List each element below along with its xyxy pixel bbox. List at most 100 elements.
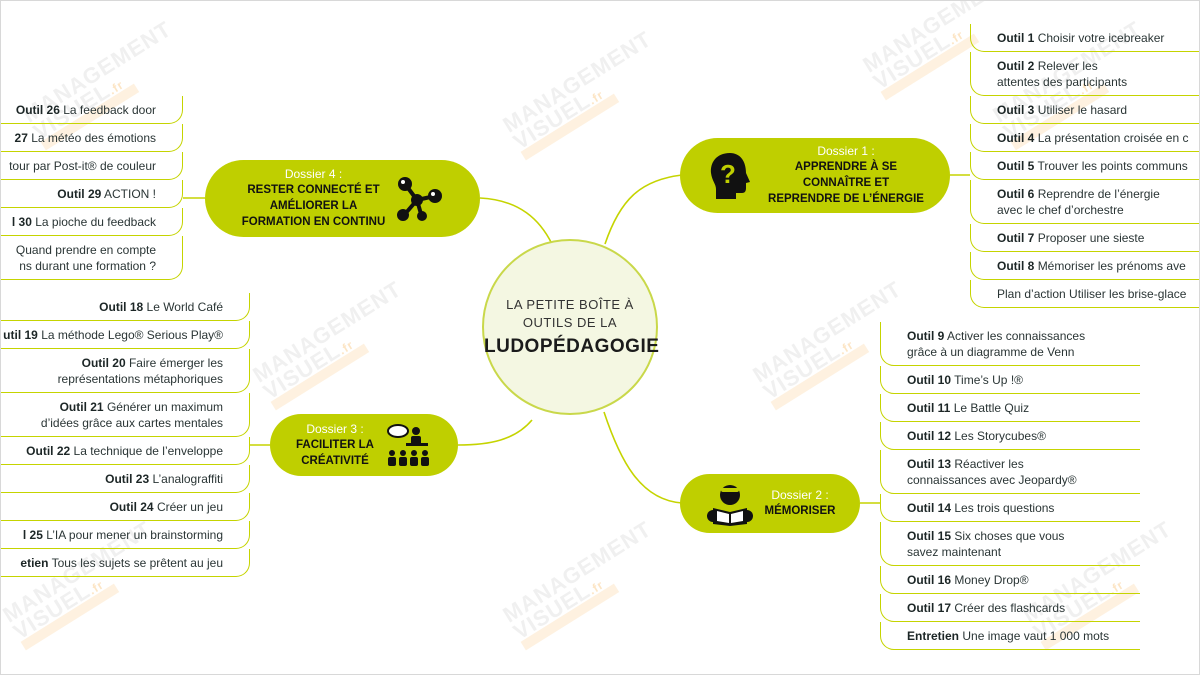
tool-title: Proposer une sieste [1037, 231, 1145, 245]
tool-number: Outil 16 [907, 573, 952, 587]
tool-item[interactable]: Outil 24 Créer un jeu [0, 493, 250, 521]
head-question-icon: ? [710, 152, 751, 199]
tool-title-line-2: connaissances avec Jeopardy® [907, 473, 1077, 487]
dossier-title-line: AMÉLIORER LA [269, 200, 358, 212]
tool-item[interactable]: Outil 17 Créer des flashcards [880, 594, 1140, 622]
tool-number: Outil 23 [105, 472, 150, 486]
tool-item[interactable]: tour par Post-it® de couleur [0, 152, 183, 180]
tool-number: Outil 8 [997, 259, 1035, 273]
tool-title-line-2: savez maintenant [907, 545, 1002, 559]
tool-title: L’IA pour mener un brainstorming [46, 528, 223, 542]
tool-number: Outil 10 [907, 373, 952, 387]
tool-title: Relever les [1037, 59, 1098, 73]
tool-item[interactable]: util 19 La méthode Lego® Serious Play® [0, 321, 250, 349]
tool-number: etien [20, 556, 49, 570]
tool-item[interactable]: Outil 7 Proposer une sieste [970, 224, 1200, 252]
dossier-title-line: CRÉATIVITÉ [301, 454, 369, 467]
tool-title-line-2: avec le chef d’orchestre [997, 203, 1124, 217]
tool-title: L’analograffiti [152, 472, 224, 486]
tool-item[interactable]: Outil 10 Time’s Up !® [880, 366, 1140, 394]
tool-item[interactable]: Outil 11 Le Battle Quiz [880, 394, 1140, 422]
dossier-title-line: RESTER CONNECTÉ ET [247, 184, 380, 196]
tool-item[interactable]: Outil 5 Trouver les points communs [970, 152, 1200, 180]
tool-title: Créer des flashcards [954, 601, 1066, 615]
tool-number: Outil 22 [26, 444, 71, 458]
tool-title: ACTION ! [103, 187, 156, 201]
dossier-title-line: REPRENDRE DE L’ÉNERGIE [768, 193, 924, 205]
tool-title: La pioche du feedback [35, 215, 156, 229]
dossier-label: Dossier 3 : [306, 421, 364, 436]
tool-item[interactable]: Outil 1 Choisir votre icebreaker [970, 24, 1200, 52]
tool-item[interactable]: Plan d’action Utiliser les brise-glace [970, 280, 1200, 308]
tool-title: La technique de l’enveloppe [73, 444, 223, 458]
tool-number: Outil 1 [997, 31, 1035, 45]
tool-item[interactable]: Outil 23 L’analograffiti [0, 465, 250, 493]
tool-title: Créer un jeu [156, 500, 223, 514]
tool-item[interactable]: l 25 L’IA pour mener un brainstorming [0, 521, 250, 549]
dossier-label: Dossier 1 : [817, 144, 875, 158]
svg-text:?: ? [720, 159, 736, 189]
tool-title: Mémoriser les prénoms ave [1037, 259, 1186, 273]
tool-title-line-2: représentations métaphoriques [57, 372, 223, 386]
tool-title: Les Storycubes® [954, 429, 1046, 443]
tool-item[interactable]: Outil 3 Utiliser le hasard [970, 96, 1200, 124]
tool-title: Plan d’action Utiliser les brise-glace [997, 287, 1187, 301]
tool-item[interactable]: Entretien Une image vaut 1 000 mots [880, 622, 1140, 650]
tool-title: Tous les sujets se prêtent au jeu [51, 556, 223, 570]
tool-item[interactable]: Outil 18 Le World Café [0, 293, 250, 321]
speaker-audience-icon [386, 424, 429, 466]
tool-item[interactable]: Outil 12 Les Storycubes® [880, 422, 1140, 450]
molecule-icon [397, 176, 443, 221]
tool-item[interactable]: Outil 26 La feedback door [0, 96, 183, 124]
dossier-title-line: MÉMORISER [764, 505, 836, 517]
tool-number: Outil 13 [907, 457, 952, 471]
dossier-label: Dossier 4 : [284, 167, 343, 181]
tool-number: Outil 11 [907, 401, 951, 415]
tool-title: Activer les connaissances [947, 329, 1086, 343]
tool-item[interactable]: Outil 16 Money Drop® [880, 566, 1140, 594]
dossier-title-line: FACILITER LA [296, 438, 374, 451]
dossier-1-node[interactable]: ? Dossier 1 : APPRENDRE À SE CONNAÎTRE E… [680, 138, 950, 213]
tool-number: 27 [14, 131, 28, 145]
dossier-title-line: CONNAÎTRE ET [802, 177, 890, 189]
reader-book-icon [706, 484, 753, 526]
tool-item[interactable]: Outil 14 Les trois questions [880, 494, 1140, 522]
dossier-title-line: FORMATION EN CONTINU [241, 216, 386, 228]
tool-number: Entretien [907, 629, 960, 643]
tool-title: Utiliser le hasard [1037, 103, 1128, 117]
tool-number: Outil 29 [57, 187, 102, 201]
tool-item[interactable]: Outil 4 La présentation croisée en c [970, 124, 1200, 152]
tool-number: Outil 7 [997, 231, 1035, 245]
tool-title: La météo des émotions [31, 131, 156, 145]
tool-number: Outil 3 [997, 103, 1035, 117]
dossier-3-node[interactable]: Dossier 3 : FACILITER LA CRÉATIVITÉ [270, 414, 458, 476]
tool-title-line-2: d’idées grâce aux cartes mentales [40, 416, 223, 430]
dossier-title-line: APPRENDRE À SE [794, 161, 898, 173]
central-topic: LA PETITE BOÎTE À OUTILS DE LA LUDOPÉDAG… [482, 239, 659, 415]
dossier-label: Dossier 2 : [771, 488, 829, 502]
tool-item[interactable]: Outil 22 La technique de l’enveloppe [0, 437, 250, 465]
tool-title: Le Battle Quiz [953, 401, 1030, 415]
tool-number: Outil 6 [997, 187, 1035, 201]
tool-title: Générer un maximum [106, 400, 223, 414]
tool-title: Money Drop® [954, 573, 1029, 587]
dossier-4-node[interactable]: Dossier 4 : RESTER CONNECTÉ ET AMÉLIORER… [205, 160, 480, 237]
tool-title: La présentation croisée en c [1037, 131, 1189, 145]
tool-item[interactable]: Outil 29 ACTION ! [0, 180, 183, 208]
tool-item[interactable]: 27 La météo des émotions [0, 124, 183, 152]
tool-number: Outil 18 [99, 300, 144, 314]
tool-item[interactable]: etien Tous les sujets se prêtent au jeu [0, 549, 250, 577]
tool-title: tour par Post-it® de couleur [9, 159, 156, 173]
dossier-2-node[interactable]: Dossier 2 : MÉMORISER [680, 474, 860, 533]
tool-item[interactable]: Outil 8 Mémoriser les prénoms ave [970, 252, 1200, 280]
tool-item[interactable]: l 30 La pioche du feedback [0, 208, 183, 236]
